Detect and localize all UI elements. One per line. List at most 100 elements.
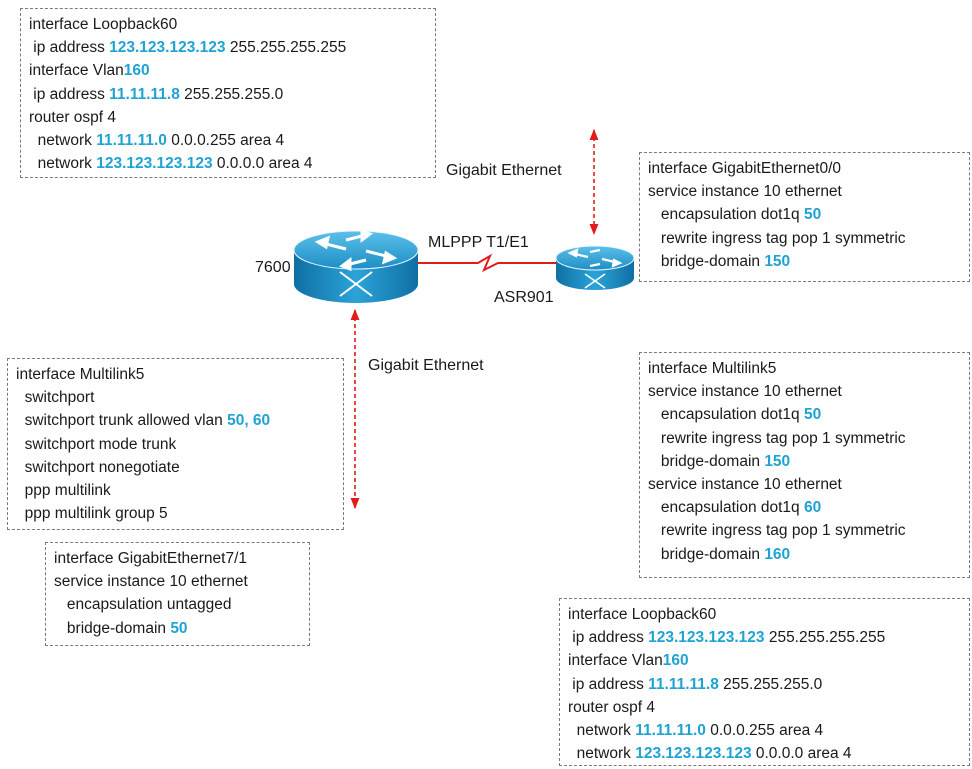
config-text: interface Loopback60 xyxy=(568,606,717,623)
config-line: ip address 11.11.11.8 255.255.255.0 xyxy=(29,83,427,106)
config-box-7600-loopback: interface Loopback60 ip address 123.123.… xyxy=(20,8,436,178)
config-line: ppp multilink group 5 xyxy=(16,502,335,525)
config-line: interface Multilink5 xyxy=(648,357,961,380)
config-text: bridge-domain xyxy=(648,545,765,563)
config-line: bridge-domain 150 xyxy=(648,450,961,473)
config-text: encapsulation untagged xyxy=(54,596,232,614)
config-line: switchport xyxy=(16,386,335,409)
config-line: interface Loopback60 xyxy=(568,603,961,626)
config-text: ip address xyxy=(29,39,110,57)
config-text: service instance 10 ethernet xyxy=(54,573,248,591)
config-line: bridge-domain 150 xyxy=(648,250,961,273)
config-text: ip address xyxy=(29,85,110,103)
config-line: ip address 11.11.11.8 255.255.255.0 xyxy=(568,673,961,696)
config-text: interface Vlan xyxy=(29,62,124,80)
config-text: service instance 10 ethernet xyxy=(648,476,842,494)
config-box-asr901-loopback: interface Loopback60 ip address 123.123.… xyxy=(559,598,970,766)
config-line: encapsulation untagged xyxy=(54,593,301,616)
config-text: bridge-domain xyxy=(648,452,765,470)
config-text: interface GigabitEthernet7/1 xyxy=(54,550,248,567)
config-box-7600-gigabitethernet: interface GigabitEthernet7/1 service inst… xyxy=(45,542,310,646)
config-line: interface GigabitEthernet0/0 xyxy=(648,157,961,180)
config-line: bridge-domain 50 xyxy=(54,617,301,640)
config-value: 50 xyxy=(803,206,822,224)
config-text: 0.0.0.255 area 4 xyxy=(166,132,285,150)
config-line: bridge-domain 160 xyxy=(648,543,961,566)
config-text: 255.255.255.0 xyxy=(718,675,823,693)
config-text: rewrite ingress tag pop 1 symmetric xyxy=(648,522,906,540)
config-text: encapsulation dot1q xyxy=(648,499,804,517)
router-icon xyxy=(293,228,419,303)
router-icon xyxy=(555,245,635,290)
config-value: 123.123.123.123 xyxy=(648,629,765,647)
config-value: 123.123.123.123 xyxy=(96,155,213,173)
gige-top-label: Gigabit Ethernet xyxy=(446,162,562,179)
config-line: interface Vlan160 xyxy=(568,649,961,672)
config-value: 11.11.11.0 xyxy=(635,722,706,740)
config-text: 255.255.255.255 xyxy=(225,39,347,57)
config-line: network 11.11.11.0 0.0.0.255 area 4 xyxy=(29,129,427,152)
config-text: ppp multilink xyxy=(16,482,111,500)
mlppp-link-label: MLPPP T1/E1 xyxy=(428,234,529,251)
config-text: switchport nonegotiate xyxy=(16,458,180,476)
config-value: 11.11.11.0 xyxy=(96,132,167,150)
config-value: 11.11.11.8 xyxy=(109,85,180,103)
config-value: 150 xyxy=(764,252,791,270)
config-text: encapsulation dot1q xyxy=(648,406,804,424)
config-text: bridge-domain xyxy=(648,252,765,270)
config-text: interface Loopback60 xyxy=(29,16,178,33)
config-value: 123.123.123.123 xyxy=(635,745,752,763)
config-line: switchport trunk allowed vlan 50, 60 xyxy=(16,409,335,432)
config-line: rewrite ingress tag pop 1 symmetric xyxy=(648,519,961,542)
config-text: ppp multilink group 5 xyxy=(16,505,168,523)
config-text: network xyxy=(29,155,97,173)
config-value: 60 xyxy=(803,499,822,517)
config-line: interface Multilink5 xyxy=(16,363,335,386)
config-text: 0.0.0.255 area 4 xyxy=(705,722,824,740)
config-value: 123.123.123.123 xyxy=(109,39,226,57)
config-line: switchport nonegotiate xyxy=(16,456,335,479)
config-box-asr901-gigabitethernet: interface GigabitEthernet0/0 service inst… xyxy=(639,152,970,282)
config-line: ip address 123.123.123.123 255.255.255.2… xyxy=(568,626,961,649)
config-line: ip address 123.123.123.123 255.255.255.2… xyxy=(29,36,427,59)
config-line: ppp multilink xyxy=(16,479,335,502)
config-text: encapsulation dot1q xyxy=(648,206,804,224)
config-value: 50, 60 xyxy=(227,412,271,430)
config-text: 255.255.255.255 xyxy=(764,629,886,647)
config-text: ip address xyxy=(568,675,649,693)
config-text: interface Multilink5 xyxy=(648,360,777,377)
config-line: service instance 10 ethernet xyxy=(54,570,301,593)
config-text: router ospf 4 xyxy=(29,108,117,126)
config-text: router ospf 4 xyxy=(568,698,656,716)
config-line: network 11.11.11.0 0.0.0.255 area 4 xyxy=(568,719,961,742)
config-line: interface Vlan160 xyxy=(29,59,427,82)
config-line: network 123.123.123.123 0.0.0.0 area 4 xyxy=(568,742,961,765)
config-value: 160 xyxy=(662,652,689,670)
config-line: service instance 10 ethernet xyxy=(648,473,961,496)
config-line: interface GigabitEthernet7/1 xyxy=(54,547,301,570)
config-line: interface Loopback60 xyxy=(29,13,427,36)
config-value: 160 xyxy=(764,545,791,563)
config-text: interface Multilink5 xyxy=(16,366,145,383)
config-text: bridge-domain xyxy=(54,619,171,637)
config-line: network 123.123.123.123 0.0.0.0 area 4 xyxy=(29,152,427,175)
config-text: service instance 10 ethernet xyxy=(648,383,842,401)
config-text: network xyxy=(568,722,636,740)
config-value: 11.11.11.8 xyxy=(648,675,719,693)
config-line: rewrite ingress tag pop 1 symmetric xyxy=(648,427,961,450)
config-line: encapsulation dot1q 50 xyxy=(648,203,961,226)
router-7600-label: 7600 xyxy=(255,259,291,276)
config-value: 150 xyxy=(764,452,791,470)
config-text: service instance 10 ethernet xyxy=(648,183,842,201)
config-value: 160 xyxy=(123,62,150,80)
config-value: 50 xyxy=(170,619,188,637)
config-line: switchport mode trunk xyxy=(16,433,335,456)
config-line: service instance 10 ethernet xyxy=(648,380,961,403)
config-text: 0.0.0.0 area 4 xyxy=(751,745,852,763)
config-text: rewrite ingress tag pop 1 symmetric xyxy=(648,229,906,247)
config-value: 50 xyxy=(803,406,822,424)
config-text: 255.255.255.0 xyxy=(179,85,284,103)
config-line: service instance 10 ethernet xyxy=(648,180,961,203)
router-asr901-label: ASR901 xyxy=(494,289,554,306)
config-text: rewrite ingress tag pop 1 symmetric xyxy=(648,429,906,447)
